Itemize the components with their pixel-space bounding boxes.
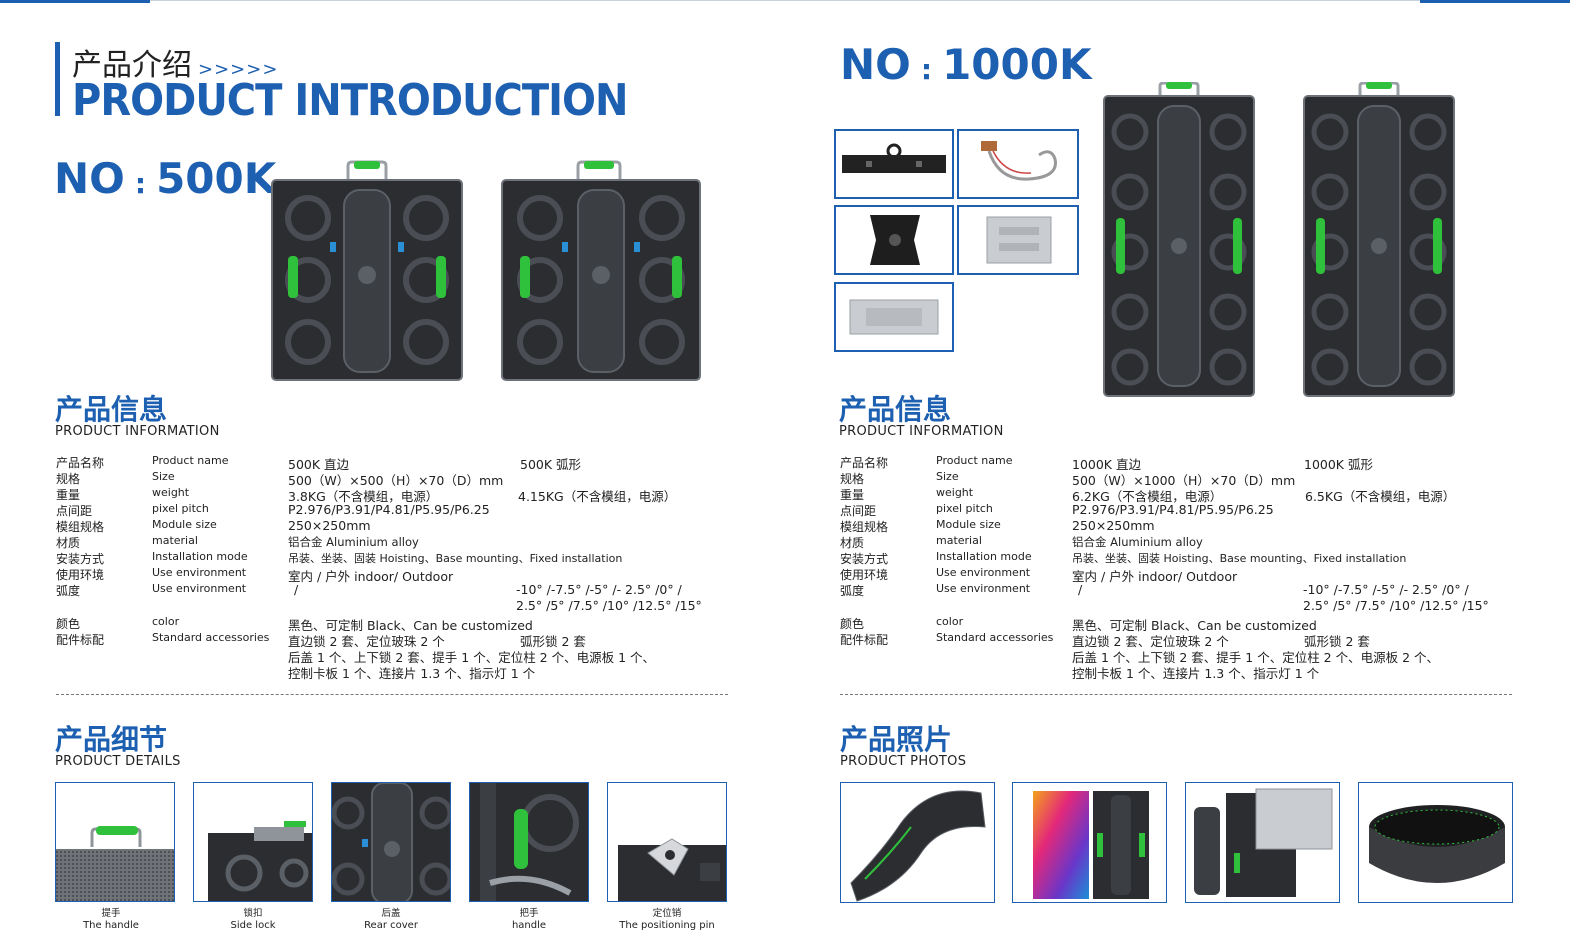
accessory-cable-image xyxy=(957,129,1079,199)
detail-grip-handle-image xyxy=(469,782,589,902)
accessory-lock-bar-image xyxy=(834,129,954,199)
accessory-mount-plate-image xyxy=(834,205,954,275)
title-arrows: >>>>> xyxy=(198,59,279,80)
left-info-heading-en: PRODUCT INFORMATION xyxy=(55,424,220,439)
top-accent-bar-right xyxy=(1420,0,1570,3)
left-info-heading-cn: 产品信息 xyxy=(55,393,168,426)
details-heading-en: PRODUCT DETAILS xyxy=(55,754,181,769)
detail-side-lock-image xyxy=(193,782,313,902)
left-dashed-divider xyxy=(56,694,728,695)
accessory-power-plate-image xyxy=(957,205,1079,275)
photos-heading-en: PRODUCT PHOTOS xyxy=(840,754,967,769)
cabinet-1000k-curved-image xyxy=(1303,82,1455,397)
photo-cylinder-screen xyxy=(1358,782,1513,903)
model-title-500k: NO:500K xyxy=(54,154,277,203)
page-title-cn: 产品介绍>>>>> xyxy=(72,48,279,83)
right-info-heading-cn: 产品信息 xyxy=(839,393,952,426)
top-divider-line xyxy=(150,0,1420,1)
detail-rear-cover-image xyxy=(331,782,451,902)
cabinet-500k-curved-image xyxy=(501,160,701,381)
photo-front-back xyxy=(1012,782,1167,903)
cabinet-1000k-straight-image xyxy=(1103,82,1255,397)
detail-positioning-pin-image xyxy=(607,782,727,902)
photo-curved-wall xyxy=(840,782,995,903)
title-accent-bar xyxy=(55,42,60,116)
model-title-1000k: NO:1000K xyxy=(840,40,1092,89)
accessory-control-plate-image xyxy=(834,282,954,352)
cabinet-500k-straight-image xyxy=(271,160,463,381)
top-accent-bar-left xyxy=(0,0,150,3)
page-title-en: PRODUCT INTRODUCTION xyxy=(72,76,629,126)
photo-exploded-view xyxy=(1185,782,1340,903)
right-dashed-divider xyxy=(840,694,1512,695)
photos-heading-cn: 产品照片 xyxy=(840,723,953,756)
detail-handle-image xyxy=(55,782,175,902)
details-heading-cn: 产品细节 xyxy=(55,723,168,756)
right-info-heading-en: PRODUCT INFORMATION xyxy=(839,424,1004,439)
